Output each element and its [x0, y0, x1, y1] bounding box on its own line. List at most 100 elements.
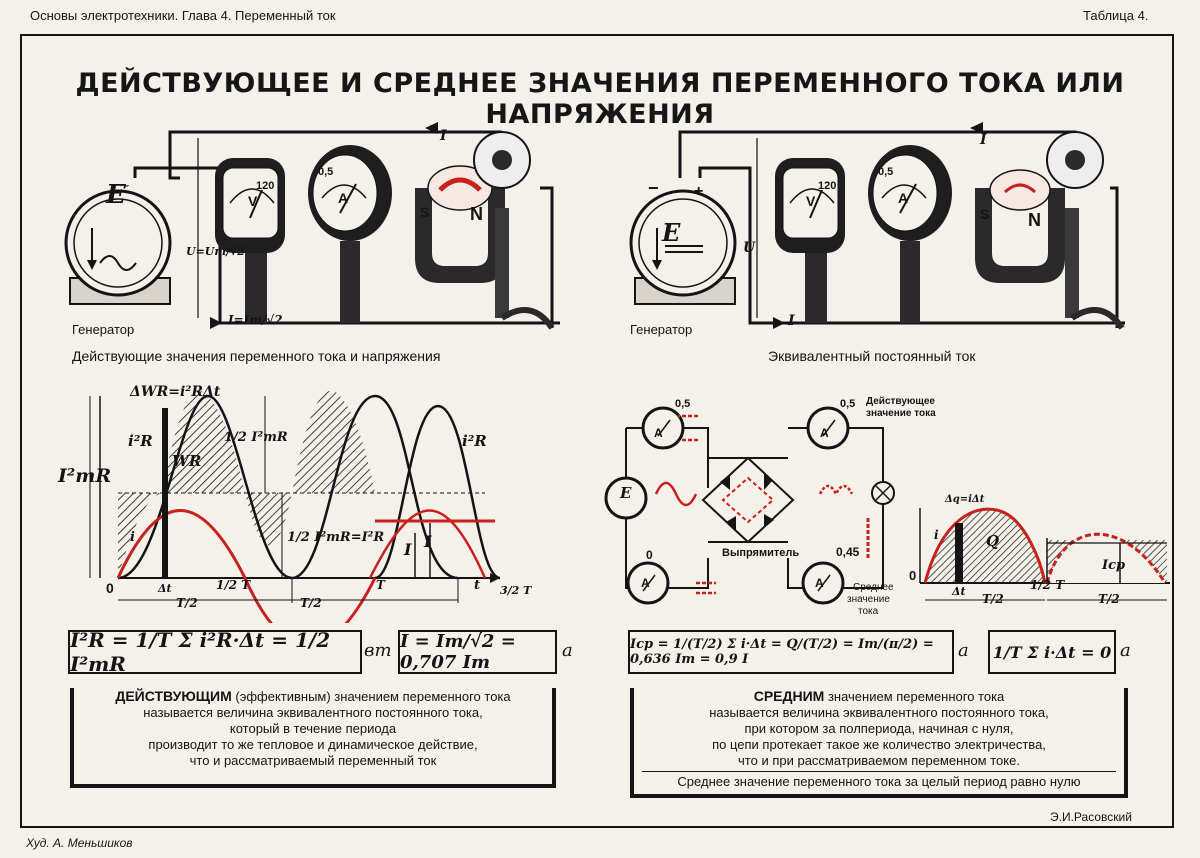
formula-power-unit: вт [364, 640, 392, 661]
equal-label: 1/2 I²mR=I²R [287, 530, 385, 545]
generator-ac [64, 189, 172, 305]
average-line-5: что и при рассматриваемом переменном ток… [738, 753, 1020, 768]
header-right: Таблица 4. [1083, 8, 1149, 23]
average-value-graph [919, 507, 1170, 601]
effective-line-2: называется величина эквивалентного посто… [143, 705, 483, 720]
t-half-1: T/2 [176, 596, 198, 610]
voltmeter-left [215, 158, 285, 323]
ammeter-top-left [641, 406, 685, 450]
average-line-3: при котором за полпериода, начиная с нул… [744, 721, 1014, 736]
right-dt-label: Δt [952, 585, 966, 598]
ammeter-bottom-left [626, 561, 670, 605]
dw-label: ΔWR=i²RΔt [130, 384, 221, 400]
right-voltmeter-scale: 120 [818, 180, 837, 192]
left-generator-label: Генератор [72, 322, 135, 337]
bridge-tr-symbol: A [820, 426, 829, 440]
i-small-label: i [130, 530, 135, 545]
left-u-label: U=Um/√2 [186, 245, 245, 258]
right-t-half-axis: 1/2 T [1030, 578, 1065, 592]
origin-zero: 0 [106, 580, 114, 596]
bridge-tr-scale: 0,5 [840, 398, 856, 410]
left-voltmeter-symbol: V [248, 193, 258, 209]
right-ammeter-symbol: A [898, 190, 909, 206]
i2r-label-left: i²R [128, 432, 153, 450]
t-three-half: 3/2 T [500, 584, 532, 597]
bridge-generator-e: E [620, 484, 632, 502]
artist-credit: Худ. А. Меньшиков [26, 836, 133, 850]
im2r-label: I²mR [58, 465, 112, 487]
formula-effective-unit: а [562, 640, 573, 661]
wr-label: WR [172, 452, 202, 470]
bridge-br-scale: 0,45 [836, 545, 860, 559]
average-line-4: по цепи протекает такое же количество эл… [712, 737, 1046, 752]
hatch-valley-1 [245, 493, 292, 546]
average-note: Среднее значение переменного тока за цел… [642, 771, 1116, 790]
right-minus: − [648, 178, 659, 198]
formula-average: Iср = 1/(T/2) Σ i·Δt = Q/(T/2) = Im/(π/2… [628, 630, 954, 674]
left-magnet-s: S [420, 204, 430, 220]
effective-bold: ДЕЙСТВУЮЩИМ [115, 688, 232, 704]
bridge-tl-symbol: A [654, 426, 663, 440]
half-im2r-label: 1/2 I²mR [224, 430, 288, 445]
effective-line-3: который в течение периода [229, 721, 397, 736]
i2r-label-right: i²R [462, 432, 487, 450]
t-half-axis: 1/2 T [216, 578, 251, 592]
right-ammeter-scale: 0,5 [878, 166, 894, 178]
right-current-top: I [980, 132, 987, 148]
t-full: T [376, 578, 385, 592]
average-label-3: тока [858, 606, 879, 617]
effective-line-4: производит то же тепловое и динамическое… [148, 737, 478, 752]
bridge-zero: 0 [646, 548, 653, 562]
page-frame [20, 34, 1174, 828]
hatch-peak-2 [292, 390, 375, 493]
effective-label-1: Действующее [866, 396, 935, 407]
dt-strip [162, 408, 168, 578]
half-wave-curve [923, 507, 1047, 584]
ammeter-right [868, 145, 952, 323]
formula-average-unit: а [958, 640, 969, 661]
formula-effective: I = Im/√2 = 0,707 Im [398, 630, 557, 674]
left-i-label: I=Im/√2 [228, 313, 283, 327]
left-current-label: I [440, 128, 447, 144]
left-circuit-diagram [64, 122, 560, 330]
right-current-bottom: I [788, 313, 795, 329]
right-i-small: i [934, 528, 939, 542]
right-voltmeter-symbol: V [806, 193, 816, 209]
left-caption: Действующие значения переменного тока и … [72, 348, 441, 364]
voltmeter-right [775, 158, 845, 323]
ac-wave-icon [654, 481, 698, 507]
average-label-1: Среднее [853, 582, 894, 593]
formula-zero: 1/T Σ i·Δt = 0 [988, 630, 1116, 674]
effective-line-5: что и рассматриваемый переменный ток [189, 753, 437, 768]
i-big-1: I [404, 540, 412, 559]
page-title: ДЕЙСТВУЮЩЕЕ И СРЕДНЕЕ ЗНАЧЕНИЯ ПЕРЕМЕННО… [75, 68, 1125, 130]
left-ammeter-scale: 0,5 [318, 166, 334, 178]
average-line-1: значением переменного тока [824, 689, 1005, 704]
right-u-label: U [743, 240, 756, 256]
rectified-wave-icon [818, 484, 854, 497]
diode-bridge [701, 456, 795, 544]
power-curve [117, 394, 459, 580]
rectifier-bridge-diagram [604, 406, 895, 605]
average-label-2: значение [847, 594, 890, 605]
left-generator-e: E [106, 180, 126, 210]
q-label: Q [986, 532, 1000, 550]
definition-average: СРЕДНИМ значением переменного тока назыв… [630, 688, 1128, 798]
average-bold: СРЕДНИМ [753, 688, 825, 704]
i-big-2: I [424, 532, 432, 551]
effective-label-2: значение тока [866, 408, 936, 419]
dq-label: Δq=iΔt [945, 494, 985, 505]
lamp-and-magnet-left [415, 131, 555, 330]
left-ac-sign: ~ [120, 178, 130, 195]
rectifier-label: Выпрямитель [722, 547, 800, 559]
hatch-peak-1 [162, 390, 245, 493]
right-t-half-1: T/2 [982, 592, 1004, 606]
right-origin: 0 [909, 568, 917, 583]
t-axis: t [474, 578, 481, 593]
right-circuit-diagram [629, 122, 1125, 330]
current-arrow-top [425, 122, 438, 134]
lamp-small [871, 481, 895, 505]
generator-small [604, 476, 648, 520]
ammeter-bottom-right [801, 561, 845, 605]
left-magnet-n: N [470, 204, 483, 224]
